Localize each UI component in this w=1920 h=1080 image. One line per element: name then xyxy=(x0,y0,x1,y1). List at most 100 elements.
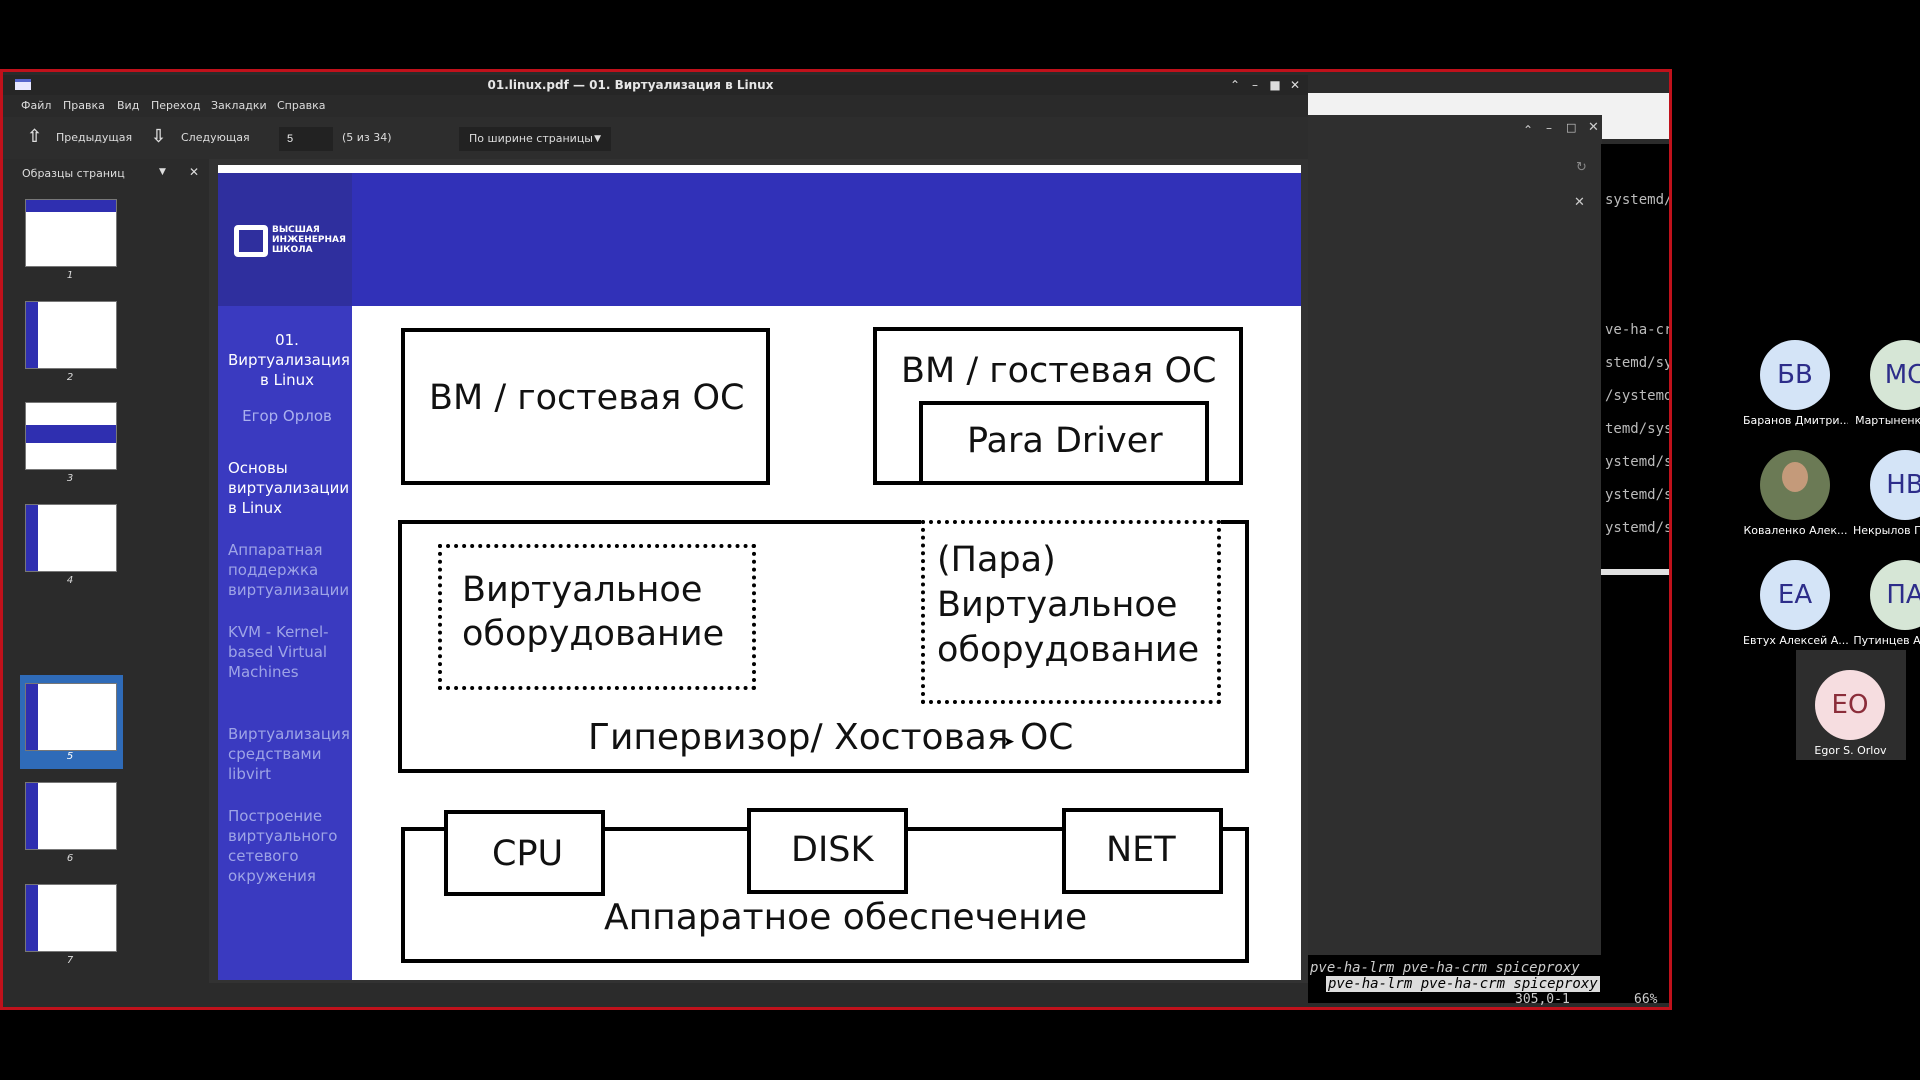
thumbnail-header xyxy=(26,302,38,368)
virtual-hardware-box: Виртуальное оборудование xyxy=(438,544,756,690)
shade-icon[interactable]: ⌃ xyxy=(1229,78,1241,92)
menu-help[interactable]: Справка xyxy=(277,99,326,112)
participant-name: Путинцев Алекс... xyxy=(1853,634,1920,647)
vm-guest-os-para-box: ВМ / гостевая ОС Para Driver xyxy=(873,327,1243,485)
prev-page-button[interactable]: Предыдущая xyxy=(56,131,133,144)
para-driver-box: Para Driver xyxy=(919,401,1209,485)
page-thumbnail[interactable] xyxy=(25,504,117,572)
participant-name: Некрылов Павел... xyxy=(1853,524,1920,537)
page-thumbnail[interactable] xyxy=(25,402,117,470)
hypervisor-label: Гипервизор/ Хостовая ОС xyxy=(588,717,1074,758)
participant-name: Евтух Алексей А... xyxy=(1743,634,1848,647)
arrow-down-icon[interactable]: ⇩ xyxy=(151,126,167,147)
close-panel-icon[interactable]: ✕ xyxy=(1574,195,1585,210)
terminal-line: temd/sys xyxy=(1605,421,1672,437)
vm-guest-os-label: ВМ / гостевая ОС xyxy=(429,378,745,418)
page-thumbnail[interactable] xyxy=(25,301,117,369)
net-label: NET xyxy=(1106,830,1176,870)
participant-name: Баранов Дмитри... xyxy=(1743,414,1848,427)
para-virtual-hardware-label: (Пара) Виртуальное оборудование xyxy=(937,540,1200,670)
terminal-separator xyxy=(1601,569,1669,575)
menu-view[interactable]: Вид xyxy=(117,99,140,112)
menu-file[interactable]: Файл xyxy=(21,99,52,112)
thumbnail-number: 4 xyxy=(66,575,74,586)
thumbnail-number: 2 xyxy=(66,372,74,383)
participant-avatar[interactable]: МС xyxy=(1870,340,1920,410)
maximize-icon[interactable]: □ xyxy=(1566,121,1577,134)
chevron-down-icon[interactable]: ▼ xyxy=(159,167,166,177)
page-thumbnail[interactable] xyxy=(25,199,117,267)
participant-name: Коваленко Алек... xyxy=(1743,524,1848,537)
virtual-hardware-label: Виртуальное оборудование xyxy=(462,570,725,654)
minimize-icon[interactable]: – xyxy=(1252,78,1258,92)
nav-section[interactable]: Аппаратная поддержка виртуализации xyxy=(228,541,350,599)
vm-guest-os-box: ВМ / гостевая ОС xyxy=(401,328,770,485)
next-page-button[interactable]: Следующая xyxy=(181,131,250,144)
terminal-line: /systemd xyxy=(1605,388,1672,404)
slide-logo-block: ВЫСШАЯ ИНЖЕНЕРНАЯ ШКОЛА xyxy=(218,173,352,306)
page-thumbnail[interactable] xyxy=(25,782,117,850)
thumbnail-number: 7 xyxy=(66,955,74,966)
page-number-input[interactable] xyxy=(279,127,333,151)
close-icon[interactable]: ✕ xyxy=(1289,78,1301,92)
participant-avatar[interactable]: ЕА xyxy=(1760,560,1830,630)
para-virtual-hardware-box: (Пара) Виртуальное оборудование xyxy=(921,520,1221,704)
thumbnail-header xyxy=(26,885,38,951)
terminal-line: ystemd/s xyxy=(1605,487,1672,503)
participant-photo-avatar[interactable] xyxy=(1760,450,1830,520)
close-icon[interactable]: ✕ xyxy=(1588,120,1599,135)
page-thumbnail-selected[interactable] xyxy=(25,683,117,751)
school-logo-text: ВЫСШАЯ ИНЖЕНЕРНАЯ ШКОЛА xyxy=(272,225,346,255)
thumbnail-header xyxy=(26,684,38,750)
nav-section[interactable]: Виртуализация средствами libvirt xyxy=(228,725,350,783)
minimize-icon[interactable]: ⌃ xyxy=(1523,123,1534,137)
thumbnail-header xyxy=(26,425,116,443)
app-icon xyxy=(15,79,31,90)
thumbnail-header xyxy=(26,200,116,212)
terminal-line: ystemd/s xyxy=(1605,454,1672,470)
participant-name: Egor S. Orlov xyxy=(1814,744,1887,757)
zoom-select[interactable]: По ширине страницы ▼ xyxy=(459,127,611,151)
participant-avatar[interactable]: ЕО xyxy=(1815,670,1885,740)
participant-avatar[interactable]: ПА xyxy=(1870,560,1920,630)
nav-current-section[interactable]: Основы виртуализации в Linux xyxy=(228,459,350,517)
participants-panel: БВ Баранов Дмитри... МС Мартыненков А... Ков… xyxy=(1690,330,1920,770)
arrow-up-icon[interactable]: ⇧ xyxy=(27,126,43,147)
pdf-page: ВЫСШАЯ ИНЖЕНЕРНАЯ ШКОЛА 01. Виртуализаци… xyxy=(218,165,1301,980)
menu-go[interactable]: Переход xyxy=(151,99,201,112)
background-window: ⌃ – □ ✕ ↻ ✕ xyxy=(1308,115,1602,955)
school-logo-icon xyxy=(234,225,268,257)
menubar: Файл Правка Вид Переход Закладки Справка xyxy=(3,95,1308,117)
refresh-icon[interactable]: ↻ xyxy=(1576,160,1587,175)
slide-header-bar xyxy=(218,173,1301,306)
thumbnail-number: 6 xyxy=(66,853,74,864)
terminal-line: stemd/sy xyxy=(1605,355,1672,371)
participant-avatar[interactable]: НВ xyxy=(1870,450,1920,520)
terminal-line: ystemd/s xyxy=(1605,520,1672,536)
disk-label: DISK xyxy=(791,830,874,870)
participant-avatar[interactable]: БВ xyxy=(1760,340,1830,410)
maximize-icon[interactable]: ■ xyxy=(1269,78,1281,92)
chevron-down-icon: ▼ xyxy=(594,134,601,144)
page-top-strip xyxy=(218,165,1301,173)
thumbnail-header xyxy=(26,783,38,849)
person-silhouette-icon xyxy=(1782,462,1808,492)
titlebar: 01.linux.pdf — 01. Виртуализация в Linux… xyxy=(3,75,1308,95)
slide-author: Егор Орлов xyxy=(242,407,332,425)
menu-edit[interactable]: Правка xyxy=(63,99,105,112)
mouse-cursor-icon: ➤ xyxy=(1003,734,1015,750)
window-minimize-icon[interactable]: – xyxy=(1546,121,1552,135)
vm-guest-os-label: ВМ / гостевая ОС xyxy=(901,351,1217,391)
slide-nav-sidebar: 01. Виртуализация в Linux Егор Орлов Осн… xyxy=(218,306,352,980)
thumbnail-number: 5 xyxy=(66,751,74,762)
cursor-position: 305,0-1 xyxy=(1515,992,1570,1007)
thumbnail-header xyxy=(26,505,38,571)
nav-section[interactable]: KVM - Kernel-based Virtual Machines xyxy=(228,623,329,681)
close-icon[interactable]: ✕ xyxy=(189,165,200,179)
page-thumbnail[interactable] xyxy=(25,884,117,952)
terminal-line: systemd/ xyxy=(1605,192,1672,208)
menu-bookmarks[interactable]: Закладки xyxy=(211,99,267,112)
participant-name: Мартыненков А... xyxy=(1855,414,1920,427)
nav-section[interactable]: Построение виртуального сетевого окружен… xyxy=(228,807,338,885)
thumbnail-sidebar: Образцы страниц ▼ ✕ 1 2 3 4 5 6 7 xyxy=(3,159,209,983)
